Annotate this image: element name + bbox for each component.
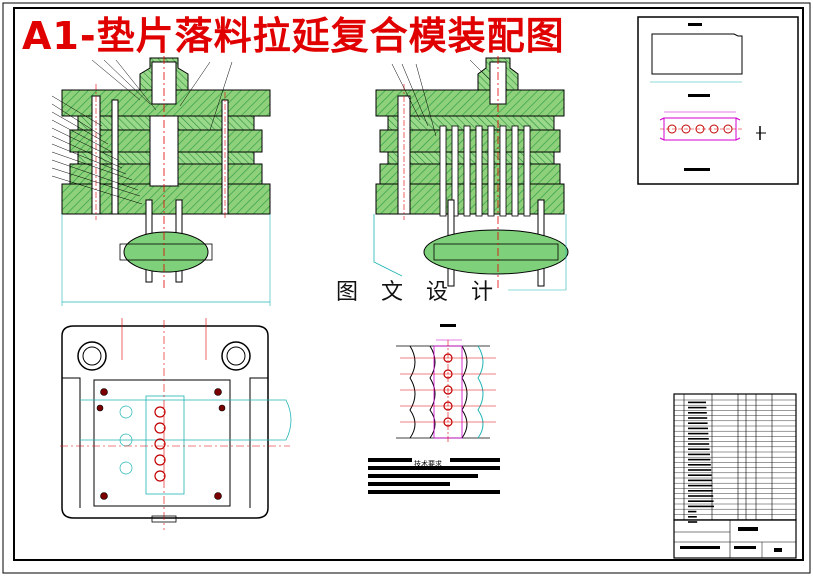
- bom-row-entry: [688, 458, 711, 461]
- bom-row-entry: [688, 422, 708, 424]
- bom-row-entry: [688, 448, 710, 450]
- title-block: [673, 519, 797, 559]
- bom-row-entry: [688, 412, 707, 414]
- technical-notes-heading: 技术要求: [414, 460, 442, 468]
- strip-detail-view: [396, 324, 496, 444]
- bom-row-entry: [688, 484, 713, 487]
- bom-row-entry: [688, 505, 714, 508]
- watermark-text: 图 文 设 计: [336, 280, 501, 305]
- bom-row-entry: [688, 443, 710, 445]
- bom-row-entry: [688, 406, 707, 409]
- bom-row-entry: [688, 464, 711, 466]
- technical-notes-block: [368, 458, 500, 494]
- bom-row-entry: [688, 427, 708, 430]
- bom-row-entry: [688, 500, 714, 502]
- bom-row-entry: [688, 474, 712, 476]
- bom-row-entry: [688, 490, 713, 492]
- bom-row-entry: [688, 510, 697, 513]
- plan-view: [60, 318, 292, 530]
- bom-row-entry: [688, 438, 709, 440]
- bom-row-entry: [688, 469, 712, 471]
- bom-row-entry: [688, 453, 710, 456]
- bom-row-entry: [688, 516, 697, 518]
- bom-row-entry: [688, 495, 714, 497]
- front-section-view: [51, 56, 271, 306]
- strip-layout-inset: [637, 16, 799, 185]
- bom-row-entry: [688, 401, 706, 404]
- inner-frame: [13, 7, 804, 561]
- drawing-title: A1-垫片落料拉延复合模装配图: [22, 14, 565, 58]
- bom-row-entry: [688, 521, 698, 523]
- bom-row-entry: [688, 479, 712, 482]
- bom-row-entry: [688, 432, 709, 435]
- bill-of-materials-table: [673, 393, 797, 523]
- side-section-view: [373, 56, 569, 291]
- bom-row-entry: [688, 417, 708, 419]
